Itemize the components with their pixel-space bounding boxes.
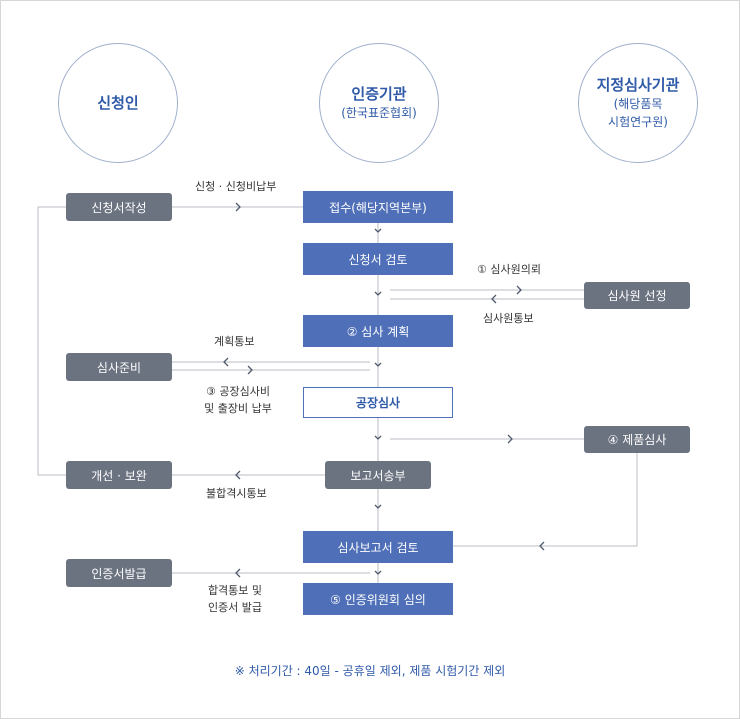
- applicant-circle: 신청인: [58, 43, 178, 163]
- audit-fee-line1: ③ 공장심사비: [206, 385, 270, 398]
- flow-line: [453, 453, 638, 547]
- audit-prep-box: 심사준비: [66, 353, 172, 381]
- auditor-notice-label: 심사원통보: [483, 312, 534, 325]
- designated-subtitle-line2: 시험연구원): [608, 115, 668, 129]
- auditor-selection-box: 심사원 선정: [584, 282, 690, 309]
- committee-box: ⑤ 인증위원회 심의: [303, 583, 453, 615]
- plan-notice-label: 계획통보: [214, 335, 255, 348]
- pass-label: 합격통보 및 인증서 발급: [190, 582, 280, 616]
- plan-box: ② 심사 계획: [303, 315, 453, 347]
- arrow-right-icon: [507, 434, 513, 444]
- arrow-left-icon: [491, 294, 497, 304]
- issuance-box: 인증서발급: [66, 559, 172, 587]
- reception-box: 접수(해당지역본부): [303, 191, 453, 223]
- arrow-down-icon: [374, 435, 382, 440]
- applicant-title: 신청인: [97, 94, 139, 112]
- arrow-left-icon: [235, 568, 241, 578]
- apply-fee-label: 신청 · 신청비납부: [195, 180, 277, 193]
- certifier-title: 인증기관: [351, 85, 407, 103]
- report-review-box: 심사보고서 검토: [303, 531, 453, 563]
- pass-line1: 합격통보 및: [207, 584, 263, 597]
- product-test-box: ④ 제품심사: [584, 426, 690, 453]
- processing-period-note: ※ 처리기간 : 40일 - 공휴일 제외, 제품 시험기간 제외: [234, 664, 506, 678]
- pass-line2: 인증서 발급: [207, 601, 263, 614]
- designated-title: 지정심사기관: [596, 76, 680, 94]
- certifier-circle: 인증기관 (한국표준협회): [319, 43, 439, 163]
- certifier-subtitle: (한국표준협회): [341, 106, 417, 120]
- audit-fee-label: ③ 공장심사비 및 출장비 납부: [188, 383, 288, 417]
- report-submit-box: 보고서송부: [325, 461, 431, 489]
- arrow-right-icon: [516, 285, 522, 295]
- nonconformity-label: 불합격시통보: [206, 487, 267, 500]
- arrow-right-icon: [235, 202, 241, 212]
- arrow-left-icon: [235, 470, 241, 480]
- arrow-down-icon: [374, 570, 382, 575]
- feedback-loop-line: [37, 206, 66, 476]
- application-form-box: 신청서작성: [66, 193, 172, 221]
- review-box: 신청서 검토: [303, 243, 453, 275]
- arrow-down-icon: [374, 362, 382, 367]
- arrow-right-icon: [247, 365, 253, 375]
- factory-audit-box: 공장심사: [303, 387, 453, 418]
- audit-fee-line2: 및 출장비 납부: [204, 402, 272, 415]
- designated-subtitle-line1: (해당품목: [613, 97, 663, 111]
- improvement-box: 개선 · 보완: [66, 461, 172, 489]
- auditor-request-label: ① 심사원의뢰: [477, 263, 541, 276]
- arrow-down-icon: [374, 291, 382, 296]
- arrow-down-icon: [374, 504, 382, 509]
- arrow-left-icon: [539, 541, 545, 551]
- arrow-down-icon: [374, 228, 382, 233]
- designated-circle: 지정심사기관 (해당품목 시험연구원): [578, 43, 698, 163]
- arrow-left-icon: [223, 357, 229, 367]
